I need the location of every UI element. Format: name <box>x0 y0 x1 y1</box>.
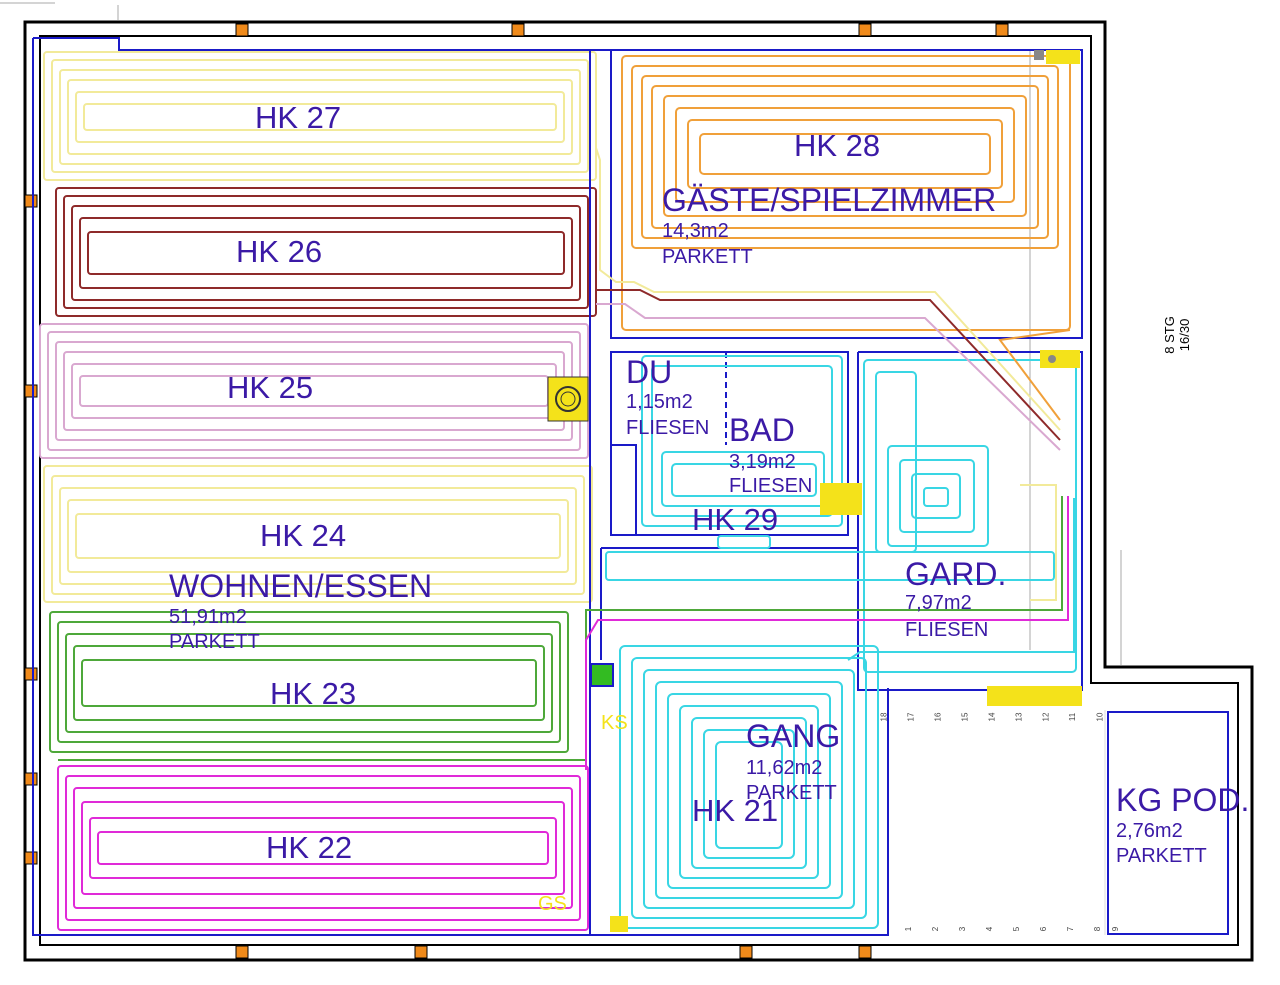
hk25-loop <box>39 323 589 459</box>
hk26-loop <box>55 187 597 317</box>
stair-annotation: 8 STG 16/30 <box>1162 305 1193 365</box>
hk29-loop <box>605 355 1077 673</box>
step-number: 4 <box>985 926 995 932</box>
step-number: 10 <box>1095 712 1105 722</box>
room-name-bad: BAD <box>729 412 795 448</box>
room-area-gard: 7,97m2 <box>905 592 972 614</box>
room-area-gang: 11,62m2 <box>746 757 823 779</box>
marker-ks: KS <box>601 712 628 734</box>
hk24-loop <box>43 465 593 603</box>
room-floor-wohnen: PARKETT <box>169 631 260 653</box>
step-number: 5 <box>1012 926 1022 932</box>
circuit-label-hk21: HK 21 <box>692 793 779 828</box>
hk22-loop <box>57 765 589 931</box>
step-number: 16 <box>933 712 943 722</box>
room-area-wohnen: 51,91m2 <box>169 606 247 628</box>
room-name-gaeste: GÄSTE/SPIELZIMMER <box>662 182 997 218</box>
stair-ratio: 16/30 <box>1177 318 1192 352</box>
step-number: 9 <box>1111 926 1121 932</box>
step-number: 3 <box>958 926 968 932</box>
step-number: 6 <box>1039 926 1049 932</box>
room-name-du: DU <box>626 354 673 390</box>
room-floor-bad: FLIESEN <box>729 475 813 497</box>
step-number: 2 <box>931 926 941 932</box>
room-area-bad: 3,19m2 <box>729 451 796 473</box>
step-number: 14 <box>987 712 997 722</box>
outer-walls <box>23 20 1254 962</box>
marker-gs: GS <box>538 893 567 915</box>
circuit-label-hk27: HK 27 <box>255 100 342 135</box>
stair-steps: 8 STG <box>1162 316 1178 354</box>
step-number: 15 <box>960 712 970 722</box>
room-floor-gang: PARKETT <box>746 782 837 804</box>
reference-lines <box>0 2 1122 665</box>
room-floor-kgpod: PARKETT <box>1116 845 1207 867</box>
room-name-kgpod: KG POD. <box>1116 782 1250 818</box>
step-number: 8 <box>1093 926 1103 932</box>
circuit-label-hk26: HK 26 <box>236 234 323 269</box>
circuit-label-hk29: HK 29 <box>692 502 779 537</box>
room-name-gard: GARD. <box>905 556 1007 592</box>
circuit-label-hk24: HK 24 <box>260 518 347 553</box>
room-name-wohnen: WOHNEN/ESSEN <box>169 568 433 604</box>
step-number: 17 <box>906 712 916 722</box>
hk27-loop <box>43 51 597 181</box>
step-number: 13 <box>1014 712 1024 722</box>
circuit-label-hk23: HK 23 <box>270 676 357 711</box>
room-floor-gard: FLIESEN <box>905 619 989 641</box>
room-area-du: 1,15m2 <box>626 391 693 413</box>
feed-lines <box>58 147 1075 770</box>
room-area-kgpod: 2,76m2 <box>1116 820 1183 842</box>
room-area-gaeste: 14,3m2 <box>662 220 729 242</box>
room-floor-gaeste: PARKETT <box>662 246 753 268</box>
room-floor-du: FLIESEN <box>626 417 710 439</box>
step-number: 18 <box>879 712 889 722</box>
hk21-loop <box>619 645 879 929</box>
hk28-loop <box>621 55 1071 331</box>
circuit-label-hk22: HK 22 <box>266 830 353 865</box>
fixtures <box>547 50 1082 932</box>
step-number: 7 <box>1066 926 1076 932</box>
step-number: 1 <box>904 926 914 932</box>
room-name-gang: GANG <box>746 718 841 754</box>
circuit-label-hk28: HK 28 <box>794 128 881 163</box>
circuit-label-hk25: HK 25 <box>227 370 314 405</box>
step-number: 12 <box>1041 712 1051 722</box>
hk23-loop <box>49 611 569 753</box>
step-number: 11 <box>1068 712 1078 722</box>
